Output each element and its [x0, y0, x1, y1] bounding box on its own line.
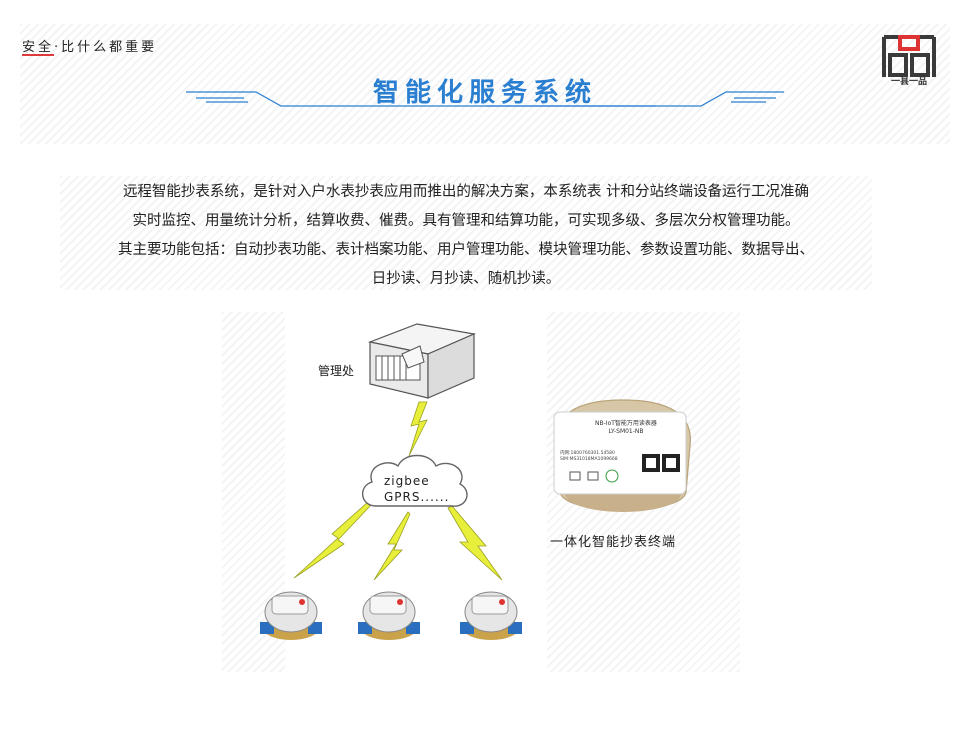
page-title: 智能化服务系统 — [372, 78, 597, 108]
slogan: 安全·比什么都重要 — [22, 40, 158, 55]
description-line: 其主要功能包括：自动抄表功能、表计档案功能、用户管理功能、模块管理功能、参数设置… — [118, 242, 814, 258]
lightning-icon — [408, 401, 428, 457]
logo-text: 一县一品 — [890, 77, 927, 87]
lightning-icon — [373, 511, 411, 581]
smart-terminal-device — [553, 399, 691, 512]
slogan-underline — [22, 54, 54, 56]
terminal-sim: SIM:MS31018MA1099668 — [560, 457, 618, 462]
network-label-zigbee: zigbee — [384, 474, 430, 488]
water-meter-icon — [260, 591, 322, 640]
server-label: 管理处 — [318, 364, 355, 378]
water-meter-icon — [460, 591, 522, 640]
lightning-icon — [293, 501, 371, 579]
description-background — [60, 176, 872, 290]
terminal-model-name: NB-IoT智能万用读表器 — [595, 420, 657, 427]
server-icon — [367, 323, 477, 399]
header-background — [20, 24, 950, 144]
description-line: 实时监控、用量统计分析，结算收费、催费。具有管理和结算功能，可实现多级、多层次分… — [132, 213, 800, 229]
terminal-caption: 一体化智能抄表终端 — [550, 535, 677, 550]
terminal-model-code: LY-SM01-NB — [608, 428, 644, 435]
lightning-icon — [447, 505, 503, 581]
brand-logo-icon — [882, 35, 936, 77]
description-line: 日抄读、月抄读、随机抄读。 — [371, 271, 561, 287]
terminal-serial: 内网:1800760301.54580 — [560, 451, 615, 456]
description-line: 远程智能抄表系统，是针对入户水表抄表应用而推出的解决方案，本系统表 计和分站终端… — [122, 184, 810, 200]
description: 远程智能抄表系统，是针对入户水表抄表应用而推出的解决方案，本系统表 计和分站终端… — [60, 178, 872, 294]
water-meter-icon — [358, 591, 420, 640]
cloud-icon — [362, 454, 468, 507]
network-label-gprs: GPRS...... — [384, 490, 450, 504]
title-decoration — [186, 91, 784, 107]
